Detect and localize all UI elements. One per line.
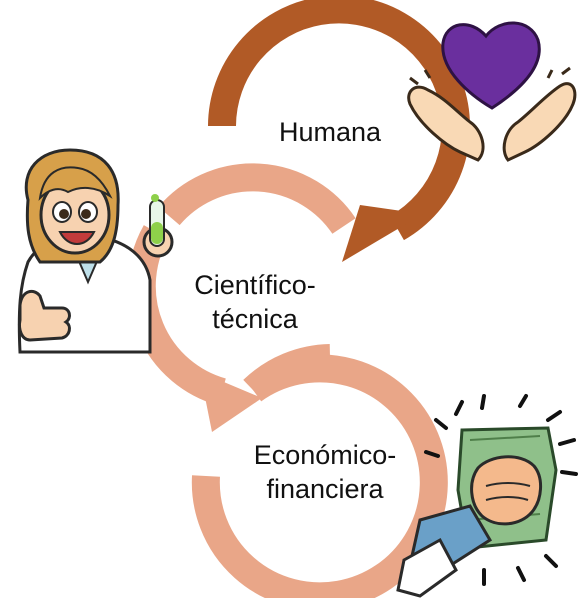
left-hand — [407, 85, 485, 162]
scientist-thumbs-up-icon — [17, 148, 174, 354]
heart-in-hands-icon — [407, 21, 577, 162]
heart-shape — [441, 21, 541, 110]
stage-label-humana: Humana — [278, 117, 382, 147]
arrow-head-humana — [342, 205, 423, 262]
stage-label-cientifico-tecnica: Científico- técnica — [194, 270, 316, 334]
right-hand — [502, 82, 577, 162]
ring-humana — [208, 0, 470, 262]
stage-label-economico-financiera: Económico- financiera — [253, 440, 397, 504]
hand-holding-money-icon — [396, 394, 578, 598]
arrow-head-cientifico — [200, 372, 262, 432]
